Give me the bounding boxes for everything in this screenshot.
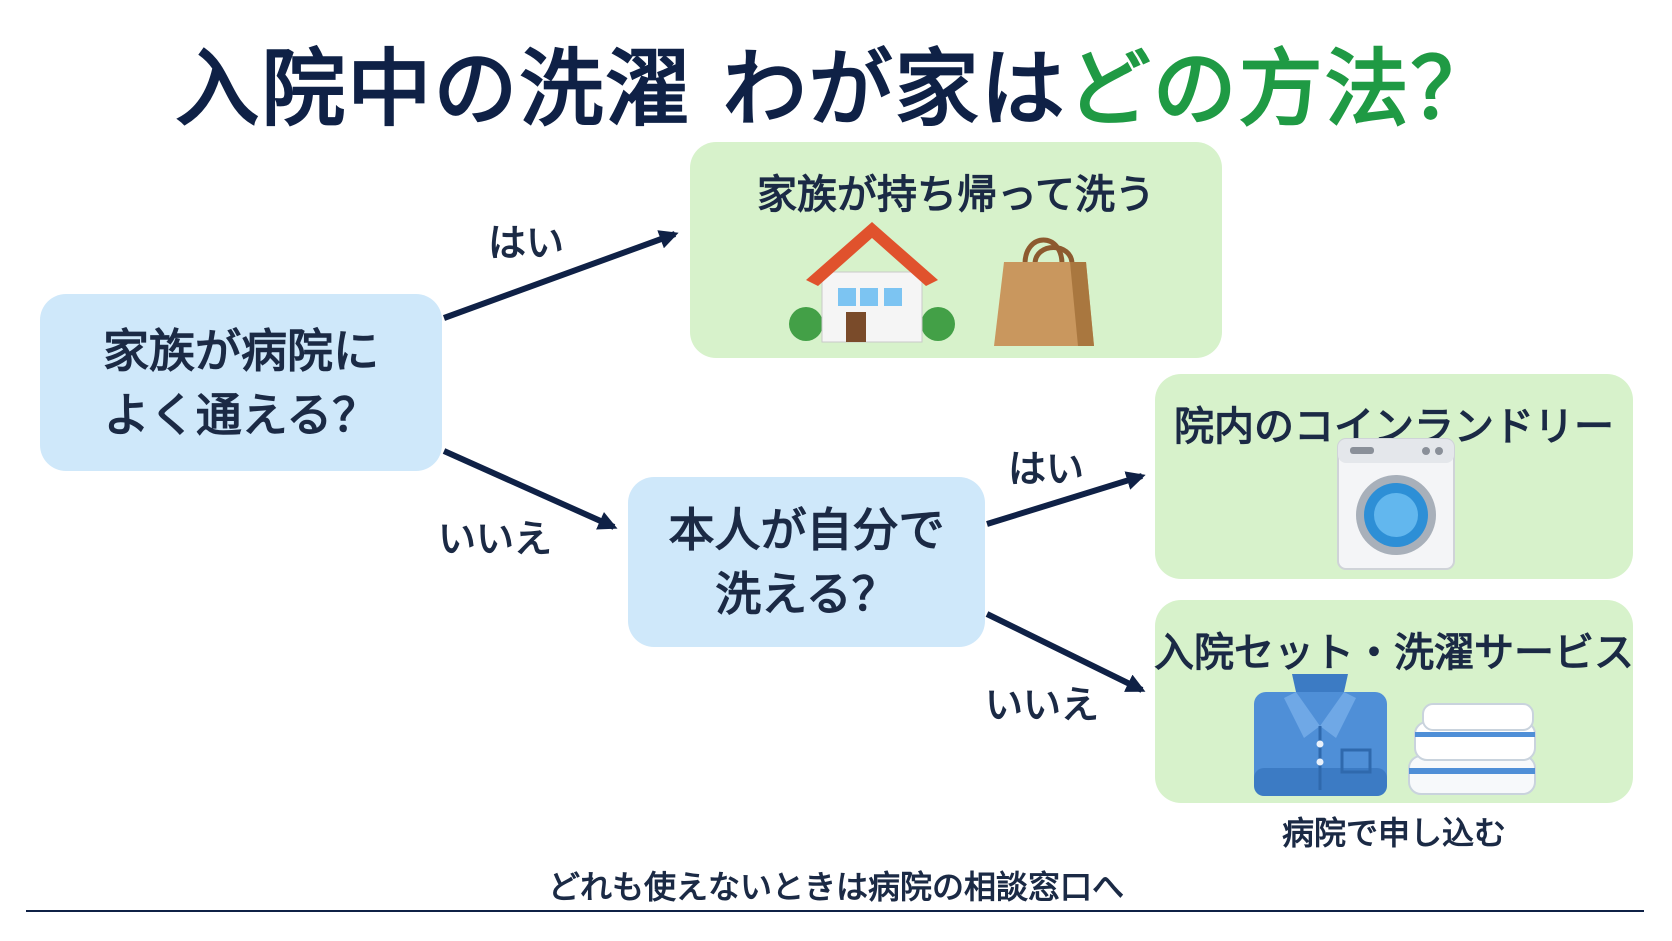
result-title: 家族が持ち帰って洗う <box>757 172 1155 218</box>
folded-towels-icon <box>1408 703 1536 795</box>
title-main: 入院中の洗濯 わが家は <box>175 40 1067 138</box>
edge-label-yes: はい <box>488 221 565 265</box>
footer-divider <box>26 910 1644 912</box>
arrow-q2-yes <box>986 471 1146 527</box>
washing-machine-icon <box>1337 438 1455 570</box>
question-line: 洗える？ <box>715 567 898 621</box>
footer-note: どれも使えないときは病院の相談窓口へ <box>547 868 1124 906</box>
arrow-q1-no <box>442 448 618 530</box>
pajamas-icon <box>1254 674 1387 796</box>
arrow-q2-no <box>985 611 1146 693</box>
question-line: 家族が病院に <box>103 323 379 378</box>
result-title: 入院セット・洗濯サービス <box>1154 630 1634 676</box>
shopping-bag-icon <box>994 237 1094 346</box>
result-laundry-service: 入院セット・洗濯サービス <box>1154 600 1634 803</box>
question-self-wash: 本人が自分で 洗える？ <box>628 477 985 647</box>
title-accent: どの方法？ <box>1066 40 1497 138</box>
question-line: 本人が自分で <box>668 503 945 557</box>
question-line: よく通える？ <box>103 387 379 442</box>
edge-label-no: いいえ <box>438 517 553 561</box>
edge-label-no: いいえ <box>985 683 1100 727</box>
arrow-q1-yes <box>442 230 679 321</box>
house-icon <box>789 222 955 343</box>
result-family-takes-home: 家族が持ち帰って洗う <box>690 142 1222 358</box>
page-title: 入院中の洗濯 わが家はどの方法？ <box>0 22 1672 143</box>
edge-label-yes: はい <box>1008 447 1085 491</box>
service-note: 病院で申し込む <box>1281 814 1506 852</box>
question-family-visit: 家族が病院に よく通える？ <box>40 294 442 471</box>
